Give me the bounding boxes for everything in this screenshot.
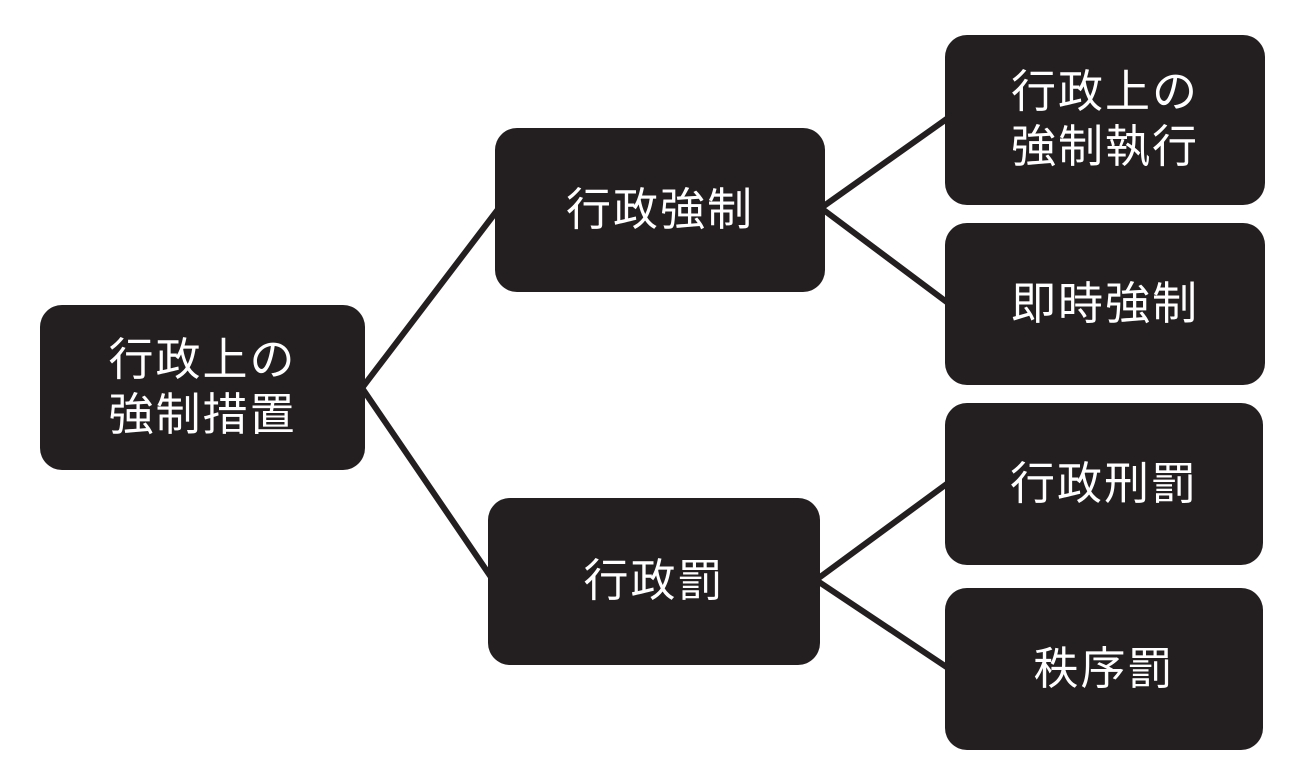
node-sokuji-kyousei: 即時強制 [945,223,1265,385]
edge-gyousei-kyousei-to-kyousei-shikkou [818,115,951,211]
node-gyousei-jou-no-kyousei-shikkou: 行政上の 強制執行 [945,35,1265,205]
edge-gyousei-kyousei-to-sokuji-kyousei [818,205,951,306]
node-root-gyousei-jou-no-kyousei-sochi: 行政上の 強制措置 [40,305,365,470]
node-chitsujo-batsu: 秩序罰 [945,588,1263,750]
edge-gyousei-batsu-to-gyousei-keibatsu [813,480,951,583]
node-gyousei-batsu: 行政罰 [488,498,820,665]
node-gyousei-keibatsu: 行政刑罰 [945,403,1263,565]
node-gyousei-kyousei: 行政強制 [495,128,825,292]
edge-root-to-gyousei-kyousei [359,205,502,391]
edge-root-to-gyousei-batsu [359,385,496,583]
edge-gyousei-batsu-to-chitsujo-batsu [813,577,951,671]
